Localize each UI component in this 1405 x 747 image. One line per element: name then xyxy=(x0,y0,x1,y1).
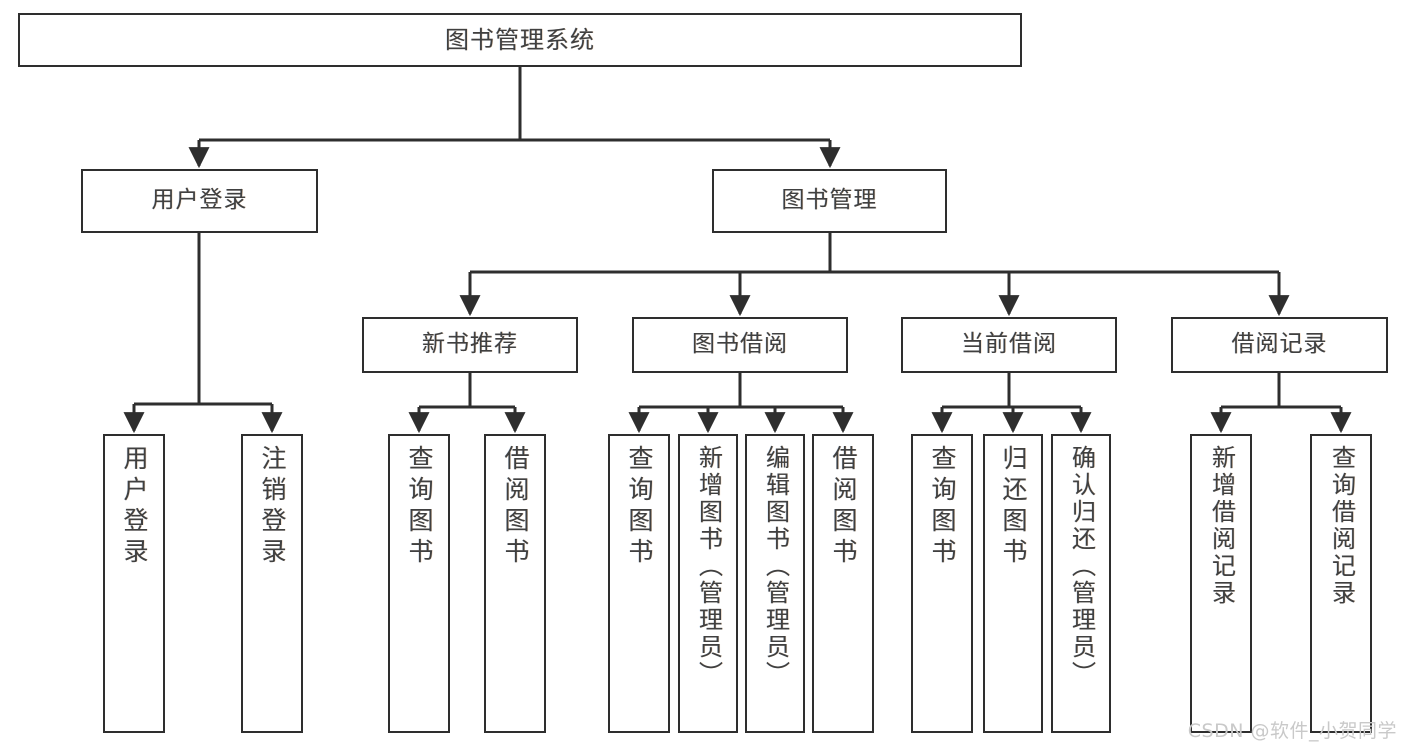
node-leaf-query-book-borrow[interactable]: 查询图书 xyxy=(608,434,670,733)
node-label: 图书管理系统 xyxy=(445,25,595,54)
node-label: 用户登录 xyxy=(151,187,248,214)
node-leaf-return-book[interactable]: 归还图书 xyxy=(983,434,1043,733)
node-leaf-logout[interactable]: 注销登录 xyxy=(241,434,303,733)
node-leaf-query-borrow-record[interactable]: 查询借阅记录 xyxy=(1310,434,1372,733)
node-label: 查询图书 xyxy=(405,445,434,569)
node-label: 查询图书 xyxy=(625,445,654,569)
watermark: CSDN @软件_小贺同学 xyxy=(1187,720,1397,742)
node-leaf-user-login[interactable]: 用户登录 xyxy=(103,434,165,733)
node-label: 新书推荐 xyxy=(422,331,518,358)
node-label: 确认归还（管理员） xyxy=(1067,445,1096,688)
node-label: 新增图书（管理员） xyxy=(694,445,723,688)
node-leaf-query-book-current[interactable]: 查询图书 xyxy=(911,434,973,733)
node-leaf-add-book[interactable]: 新增图书（管理员） xyxy=(678,434,738,733)
node-label: 借阅图书 xyxy=(829,445,858,569)
node-label: 当前借阅 xyxy=(961,331,1057,358)
node-label: 查询图书 xyxy=(928,445,957,569)
node-leaf-edit-book[interactable]: 编辑图书（管理员） xyxy=(745,434,805,733)
node-user-login[interactable]: 用户登录 xyxy=(81,169,318,233)
node-book-borrow[interactable]: 图书借阅 xyxy=(632,317,848,373)
node-label: 注销登录 xyxy=(258,445,287,569)
node-new-book-recommend[interactable]: 新书推荐 xyxy=(362,317,578,373)
node-label: 借阅记录 xyxy=(1231,331,1328,358)
node-label: 用户登录 xyxy=(120,445,149,569)
node-label: 归还图书 xyxy=(999,445,1028,569)
node-label: 借阅图书 xyxy=(501,445,530,569)
node-label: 新增借阅记录 xyxy=(1207,445,1236,607)
node-label: 查询借阅记录 xyxy=(1327,445,1356,607)
node-root-system[interactable]: 图书管理系统 xyxy=(18,13,1022,67)
node-label: 图书管理 xyxy=(781,187,878,214)
node-leaf-query-book-recommend[interactable]: 查询图书 xyxy=(388,434,450,733)
node-label: 图书借阅 xyxy=(692,331,788,358)
node-leaf-borrow-book-recommend[interactable]: 借阅图书 xyxy=(484,434,546,733)
node-leaf-add-borrow-record[interactable]: 新增借阅记录 xyxy=(1190,434,1252,733)
node-leaf-confirm-return[interactable]: 确认归还（管理员） xyxy=(1051,434,1111,733)
node-current-borrow[interactable]: 当前借阅 xyxy=(901,317,1117,373)
node-label: 编辑图书（管理员） xyxy=(761,445,790,688)
node-leaf-borrow-book[interactable]: 借阅图书 xyxy=(812,434,874,733)
node-book-manage[interactable]: 图书管理 xyxy=(712,169,947,233)
node-borrow-record[interactable]: 借阅记录 xyxy=(1171,317,1388,373)
